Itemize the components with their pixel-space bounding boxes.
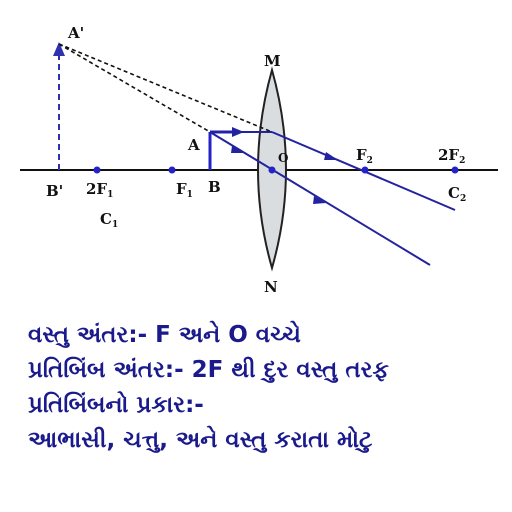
ray-arrow-2 <box>231 146 244 153</box>
ray-arrow-1 <box>324 152 338 160</box>
image-type-line: આભાસી, ચત્તુ, અને વસ્તુ કરાતા મોટુ <box>28 427 373 453</box>
label-object-top: A <box>187 136 200 154</box>
label-object-base: B <box>208 178 221 196</box>
label-lens-bottom: N <box>264 278 278 296</box>
label-focus-right: F2 <box>356 146 373 166</box>
label-image-top: A' <box>67 24 84 42</box>
image-distance-line: પ્રતિબિંબ અંતર:- 2F થી દુર વસ્તુ તરફ <box>28 357 389 383</box>
ray-arrow-0 <box>232 127 244 137</box>
point-f1 <box>168 166 176 174</box>
ray-through-center <box>209 131 431 266</box>
ray-arrow-3 <box>313 196 326 204</box>
label-center-left: C1 <box>100 210 118 230</box>
label-2f-left: 2F1 <box>86 180 113 200</box>
label-lens-top: M <box>264 52 281 70</box>
point-2f2 <box>451 166 459 174</box>
point-f2 <box>361 166 369 174</box>
virtual-extension-2 <box>58 43 211 133</box>
label-optical-center: O <box>278 151 288 165</box>
explanation-text: વસ્તુ અંતર:- F અને O વચ્ચે પ્રતિબિંબ અંત… <box>28 318 508 458</box>
virtual-image-arrowhead <box>53 42 65 56</box>
point-2f1 <box>93 166 101 174</box>
object-distance-line: વસ્તુ અંતર:- F અને O વચ્ચે <box>28 322 301 348</box>
label-center-right: C2 <box>448 184 466 204</box>
label-2f-right: 2F2 <box>438 146 465 166</box>
label-image-base: B' <box>46 182 63 200</box>
virtual-extension-1 <box>58 43 273 133</box>
image-type-heading: પ્રતિબિંબનો પ્રકાર:- <box>28 392 204 418</box>
label-focus-left: F1 <box>176 180 193 200</box>
point-o <box>268 166 276 174</box>
lens-ray-diagram: A' M A O F2 2F2 B' 2F1 F1 B C2 C1 N <box>20 24 498 296</box>
